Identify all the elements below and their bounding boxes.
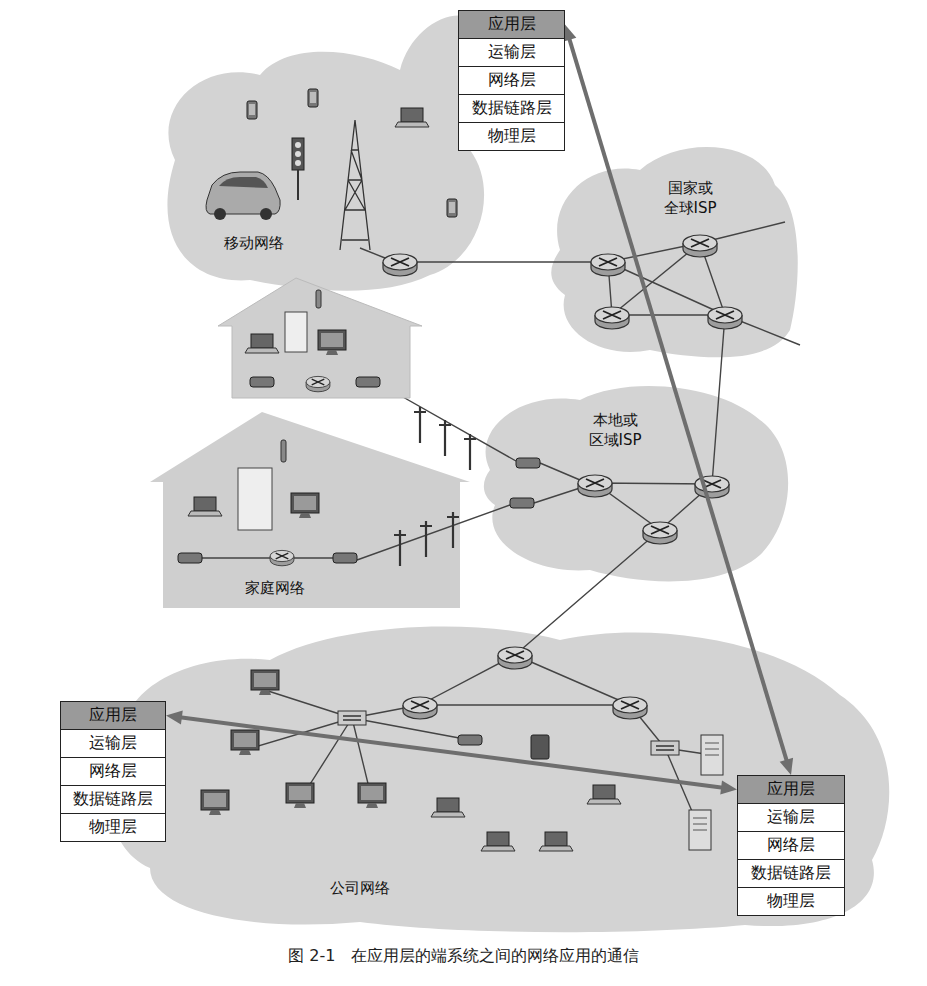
layer-cell-header: 应用层 — [60, 701, 166, 730]
router-icon — [591, 254, 625, 276]
pole-icon — [414, 407, 426, 443]
layer-name: 应用层 — [767, 779, 815, 800]
modem-icon — [510, 498, 534, 508]
region-outline — [540, 130, 810, 370]
layer-cell: 数据链路层 — [458, 94, 565, 123]
router-icon — [306, 376, 330, 391]
region-label: 国家或 全球ISP — [660, 178, 720, 218]
layer-cell: 物理层 — [60, 813, 166, 842]
phone-icon — [247, 101, 257, 119]
layer-cell-header: 应用层 — [458, 10, 565, 39]
layer-name: 物理层 — [89, 817, 137, 838]
router-icon — [643, 522, 677, 544]
monitor-icon — [318, 330, 346, 355]
router-icon — [498, 647, 532, 669]
traffic-lamp — [295, 142, 301, 148]
network-region: 移动网络 — [150, 0, 495, 300]
layer-cell: 运输层 — [737, 803, 845, 832]
layer-name: 运输层 — [488, 42, 536, 63]
region-shape — [113, 627, 890, 933]
modem-icon — [250, 377, 274, 387]
thermometer-icon — [281, 440, 286, 462]
network-region: 家庭网络 — [145, 405, 475, 615]
traffic-lamp — [295, 151, 301, 157]
server-icon — [701, 735, 723, 775]
server-icon — [689, 810, 711, 850]
layer-name: 应用层 — [89, 705, 137, 726]
modem-icon — [356, 377, 380, 387]
car-wheel — [260, 208, 272, 220]
layer-cell: 物理层 — [458, 122, 565, 151]
router-icon — [270, 550, 294, 565]
layer-name: 网络层 — [488, 70, 536, 91]
house-shape — [218, 278, 422, 398]
fridge-icon — [238, 468, 272, 530]
layer-cell: 网络层 — [60, 757, 166, 786]
region-shape — [551, 147, 797, 357]
layer-name: 数据链路层 — [751, 863, 831, 884]
region-outline — [150, 0, 495, 300]
layer-cell: 运输层 — [60, 729, 166, 758]
modem-icon — [333, 553, 357, 563]
traffic-lamp — [295, 160, 301, 166]
router-icon — [403, 697, 437, 719]
network-region: 国家或 全球ISP — [540, 130, 810, 370]
thermometer-icon — [316, 290, 321, 308]
laptop-icon — [245, 334, 279, 353]
modem-icon — [516, 458, 540, 468]
region-label: 家庭网络 — [245, 578, 305, 598]
layer-name: 运输层 — [767, 807, 815, 828]
car-window — [219, 177, 268, 188]
layer-name: 物理层 — [767, 891, 815, 912]
region-shape — [167, 16, 484, 291]
router-icon — [595, 307, 629, 329]
router-icon — [578, 475, 612, 497]
router-icon — [708, 307, 742, 329]
region-label: 本地或 区域ISP — [585, 410, 645, 450]
network-region: 本地或 区域ISP — [465, 370, 805, 595]
phone-icon — [308, 89, 318, 107]
layer-name: 网络层 — [89, 761, 137, 782]
region-label: 公司网络 — [330, 878, 390, 898]
router-icon — [683, 235, 717, 257]
figure-caption: 图 2-1 在应用层的端系统之间的网络应用的通信 — [288, 946, 638, 965]
layer-cell: 数据链路层 — [737, 859, 845, 888]
switch-icon — [338, 711, 366, 725]
layer-name: 运输层 — [89, 733, 137, 754]
car-wheel — [214, 208, 226, 220]
pole-icon — [464, 434, 476, 470]
region-outline — [465, 370, 805, 595]
layer-name: 应用层 — [488, 14, 536, 35]
layer-name: 物理层 — [488, 126, 536, 147]
region-shape — [484, 386, 788, 581]
layer-cell: 数据链路层 — [60, 785, 166, 814]
region-outline — [145, 405, 475, 615]
layer-cell-header: 应用层 — [737, 775, 845, 804]
switch-icon — [651, 741, 679, 755]
phone-icon — [447, 199, 457, 217]
traffic-light — [292, 138, 304, 170]
layer-name: 网络层 — [767, 835, 815, 856]
layer-name: 数据链路层 — [472, 98, 552, 119]
layer-cell: 运输层 — [458, 38, 565, 67]
fridge-icon — [285, 312, 307, 352]
layer-cell: 物理层 — [737, 887, 845, 916]
layer-cell: 网络层 — [737, 831, 845, 860]
region-label: 移动网络 — [224, 233, 284, 253]
access-point-icon — [458, 735, 482, 745]
modem-icon — [178, 553, 202, 563]
router-icon — [383, 254, 417, 276]
traffic-pole — [297, 170, 299, 200]
caption-box: 图 2-1 在应用层的端系统之间的网络应用的通信 — [0, 946, 927, 967]
region-shape — [150, 412, 470, 608]
pole-icon — [439, 420, 451, 456]
layer-cell: 网络层 — [458, 66, 565, 95]
layer-name: 数据链路层 — [73, 789, 153, 810]
tablet-icon — [531, 735, 549, 759]
router-icon — [613, 697, 647, 719]
